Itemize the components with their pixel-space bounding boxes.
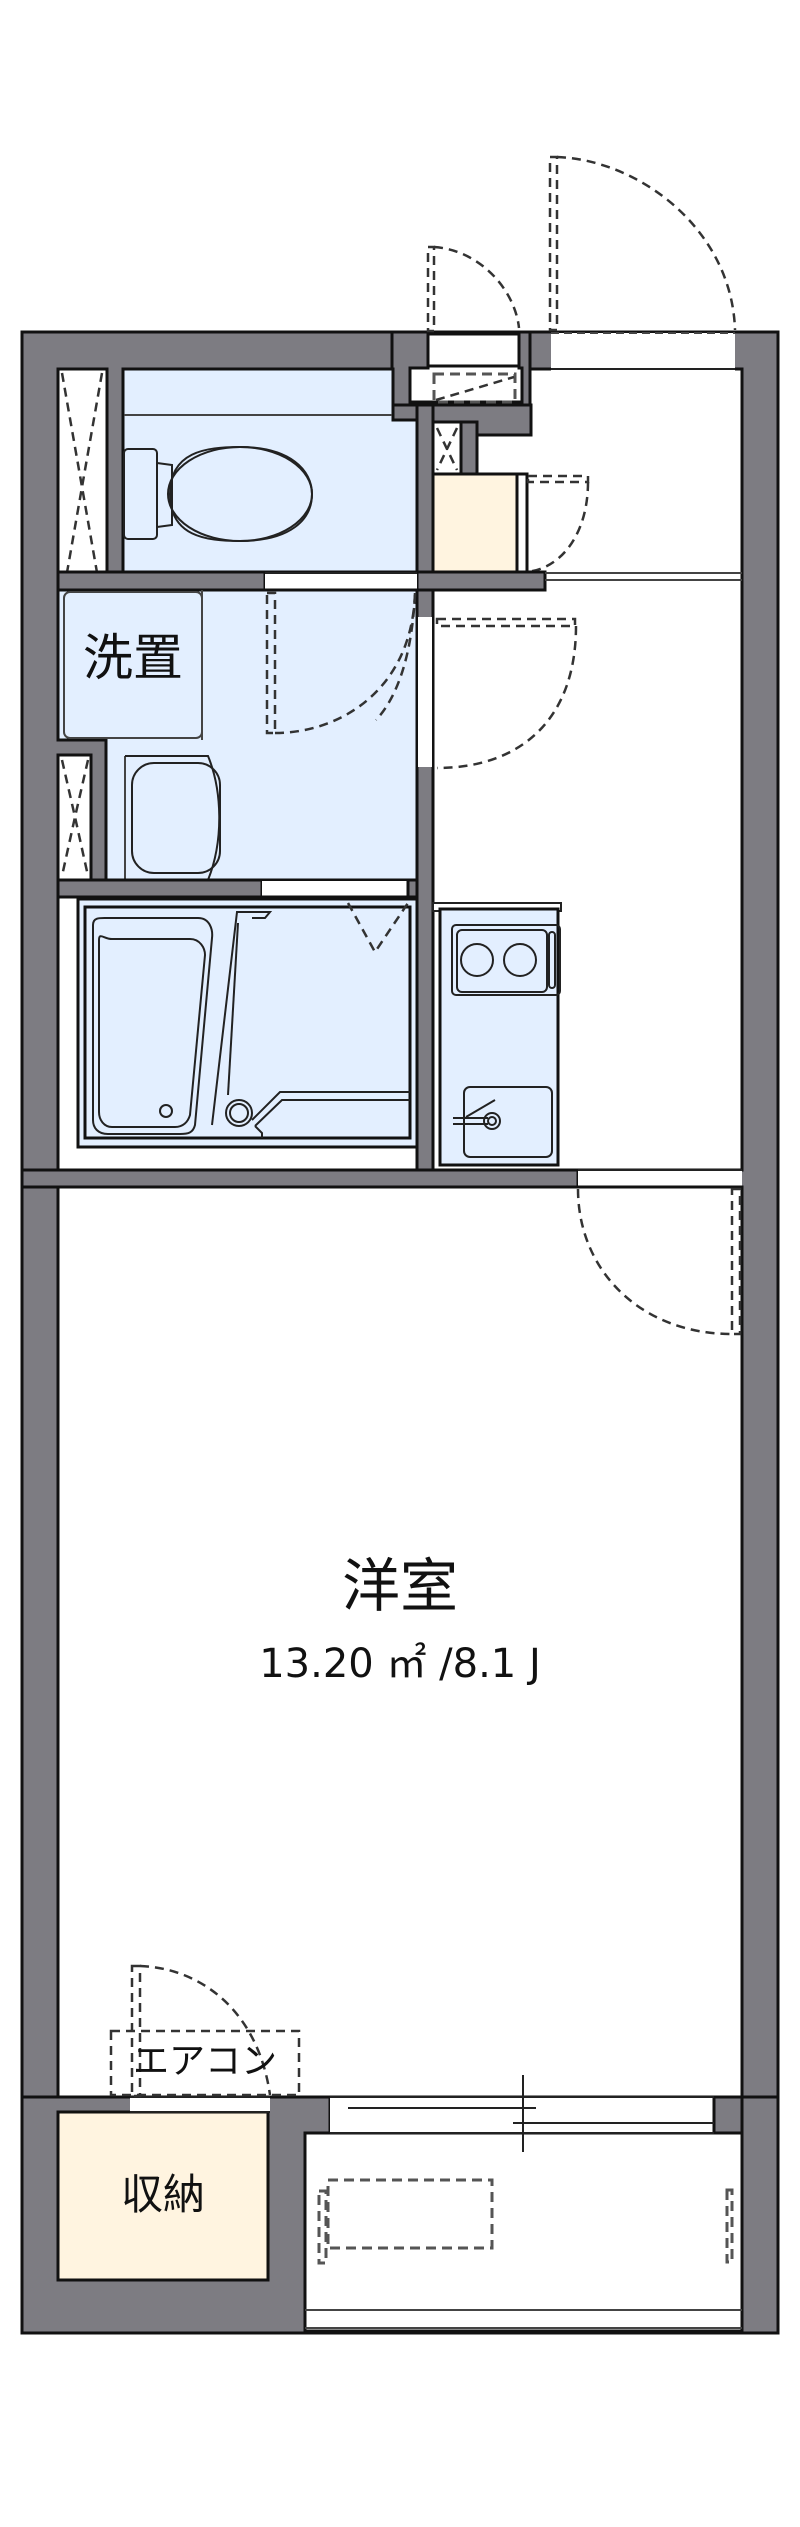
entrance-door bbox=[548, 155, 737, 332]
storage-walls bbox=[20, 2095, 332, 2335]
washroom-window-niche bbox=[56, 753, 93, 882]
shower-drain-icon bbox=[211, 911, 410, 1138]
balcony bbox=[303, 2095, 780, 2335]
toilet-room bbox=[121, 367, 419, 574]
toilet-window-niche bbox=[56, 367, 109, 607]
air-conditioner-label: エアコン bbox=[132, 2041, 277, 2082]
meter-box bbox=[390, 330, 532, 422]
toilet-icon bbox=[123, 445, 314, 543]
two-burner-stove-icon bbox=[451, 924, 561, 996]
main-room-door bbox=[576, 1187, 742, 1336]
kitchen bbox=[432, 902, 562, 1167]
bathtub-icon bbox=[92, 916, 214, 1135]
sink-faucet-icon bbox=[453, 1086, 553, 1158]
storage-label: 収納 bbox=[120, 2170, 205, 2219]
air-conditioner bbox=[109, 2029, 301, 2097]
laundry-door bbox=[265, 591, 417, 735]
balcony-sliding-door bbox=[348, 2075, 714, 2152]
shoe-cabinet-door bbox=[524, 474, 590, 574]
toilet-laundry-wall bbox=[56, 570, 417, 592]
washbasin-icon bbox=[124, 755, 221, 881]
main-room-area: 13.20 ㎡ /8.1 J bbox=[259, 1641, 541, 1687]
hall-door bbox=[375, 592, 578, 770]
bathroom bbox=[56, 895, 419, 1172]
meter-box-door bbox=[426, 245, 521, 333]
main-room-top-wall bbox=[20, 1168, 742, 1189]
laundry-label: 洗置 bbox=[83, 629, 183, 687]
main-room-name: 洋室 bbox=[341, 1552, 458, 1620]
laundry-room bbox=[56, 588, 419, 882]
laundry-bath-wall bbox=[56, 878, 419, 899]
outdoor-unit-icon bbox=[317, 2178, 734, 2265]
bathroom-door-mark bbox=[346, 902, 410, 955]
